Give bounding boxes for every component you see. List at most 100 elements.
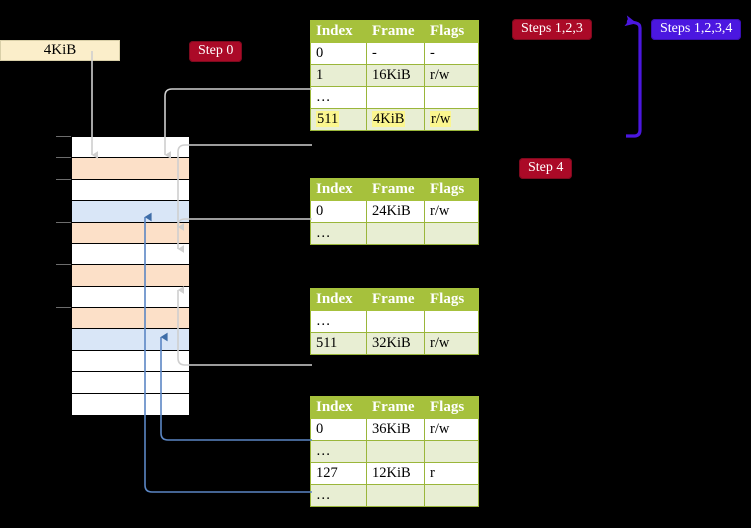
- table-cell: [366, 440, 425, 463]
- column-header-flags: Flags: [424, 396, 479, 419]
- table-cell: 24KiB: [366, 200, 425, 223]
- table-cell: …: [310, 484, 367, 507]
- table-cell: [424, 86, 479, 109]
- column-header-frame: Frame: [366, 396, 425, 419]
- table-cell: …: [310, 86, 367, 109]
- memory-frame-row: [72, 137, 189, 159]
- table-row: …: [310, 86, 479, 109]
- table-row: …: [310, 484, 479, 507]
- memory-frame-row: [72, 329, 189, 351]
- memory-frame-row: [72, 265, 189, 287]
- size-box-label: 4KiB: [43, 42, 77, 58]
- column-header-frame: Frame: [366, 288, 425, 311]
- table-cell: 0: [310, 418, 367, 441]
- table-cell: 511: [310, 108, 367, 131]
- table-cell: [366, 222, 425, 245]
- memory-frame-row: [72, 243, 189, 266]
- highlighted-value: 4KiB: [372, 111, 406, 127]
- badge-steps-1234: Steps 1,2,3,4: [651, 19, 742, 41]
- table-cell: …: [310, 222, 367, 245]
- memory-row-tick: [56, 307, 71, 309]
- column-header-frame: Frame: [366, 20, 425, 43]
- table-cell: [366, 484, 425, 507]
- size-box-4kib: 4KiB: [0, 40, 120, 61]
- table-cell: 127: [310, 462, 367, 485]
- column-header-index: Index: [310, 396, 367, 419]
- table-cell: -: [424, 42, 479, 65]
- table-cell: r/w: [424, 108, 479, 131]
- table-row: …: [310, 310, 479, 333]
- table-cell: 32KiB: [366, 332, 425, 355]
- memory-frame-row: [72, 372, 189, 394]
- column-header-index: Index: [310, 288, 367, 311]
- wire-pdp-row0-to-memory: [177, 218, 312, 253]
- wire-pd-row511-to-memory: [177, 286, 312, 366]
- table-row: …: [310, 440, 479, 463]
- memory-frame-row: [72, 350, 189, 373]
- memory-row-tick: [56, 157, 71, 159]
- table-cell: …: [310, 310, 367, 333]
- table-cell: [424, 310, 479, 333]
- table-row: …: [310, 222, 479, 245]
- memory-frame-row: [72, 222, 189, 244]
- table-cell: r/w: [424, 64, 479, 87]
- table-cell: -: [366, 42, 425, 65]
- table-cell: …: [310, 440, 367, 463]
- memory-frame-row: [72, 308, 189, 330]
- table-cell: r: [424, 462, 479, 485]
- table-cell: 4KiB: [366, 108, 425, 131]
- memory-frame-row: [72, 393, 189, 415]
- badge-step-0-label: Step 0: [198, 43, 234, 58]
- table-row: 511 4KiB r/w: [310, 108, 479, 131]
- table-cell: r/w: [424, 200, 479, 223]
- table-cell: 0: [310, 42, 367, 65]
- memory-frame-row: [72, 201, 189, 223]
- table-cell: [424, 440, 479, 463]
- table-cell: r/w: [424, 332, 479, 355]
- physical-memory-column: [71, 136, 190, 415]
- table-cell: 511: [310, 332, 367, 355]
- badge-step-4: Step 4: [519, 158, 573, 180]
- table-cell: 1: [310, 64, 367, 87]
- highlighted-value: r/w: [430, 111, 452, 127]
- table-cell: 12KiB: [366, 462, 425, 485]
- column-header-flags: Flags: [424, 288, 479, 311]
- badge-step-4-label: Step 4: [528, 160, 564, 175]
- badge-steps-123-label: Steps 1,2,3: [521, 21, 583, 36]
- table-cell: [424, 222, 479, 245]
- memory-frame-row: [72, 286, 189, 308]
- wire-pml4-row511-to-memory: [177, 144, 312, 231]
- column-header-frame: Frame: [366, 178, 425, 201]
- column-header-flags: Flags: [424, 20, 479, 43]
- memory-frame-row: [72, 158, 189, 180]
- memory-row-tick: [56, 221, 71, 223]
- column-header-index: Index: [310, 20, 367, 43]
- table-row: 0--: [310, 42, 479, 65]
- table-cell: [424, 484, 479, 507]
- memory-row-tick: [56, 136, 71, 137]
- badge-step-0: Step 0: [189, 41, 243, 63]
- column-header-flags: Flags: [424, 178, 479, 201]
- highlighted-value: 511: [316, 111, 340, 127]
- column-header-index: Index: [310, 178, 367, 201]
- memory-frame-row: [72, 179, 189, 202]
- table-cell: 36KiB: [366, 418, 425, 441]
- table-cell: 0: [310, 200, 367, 223]
- memory-row-tick: [56, 178, 71, 180]
- memory-row-tick: [56, 264, 71, 266]
- badge-steps-123: Steps 1,2,3: [512, 19, 592, 41]
- table-cell: 16KiB: [366, 64, 425, 87]
- table-cell: [366, 86, 425, 109]
- wire-steps-bracket-arrow: [624, 15, 642, 138]
- table-cell: r/w: [424, 418, 479, 441]
- table-cell: [366, 310, 425, 333]
- badge-steps-1234-label: Steps 1,2,3,4: [660, 21, 733, 36]
